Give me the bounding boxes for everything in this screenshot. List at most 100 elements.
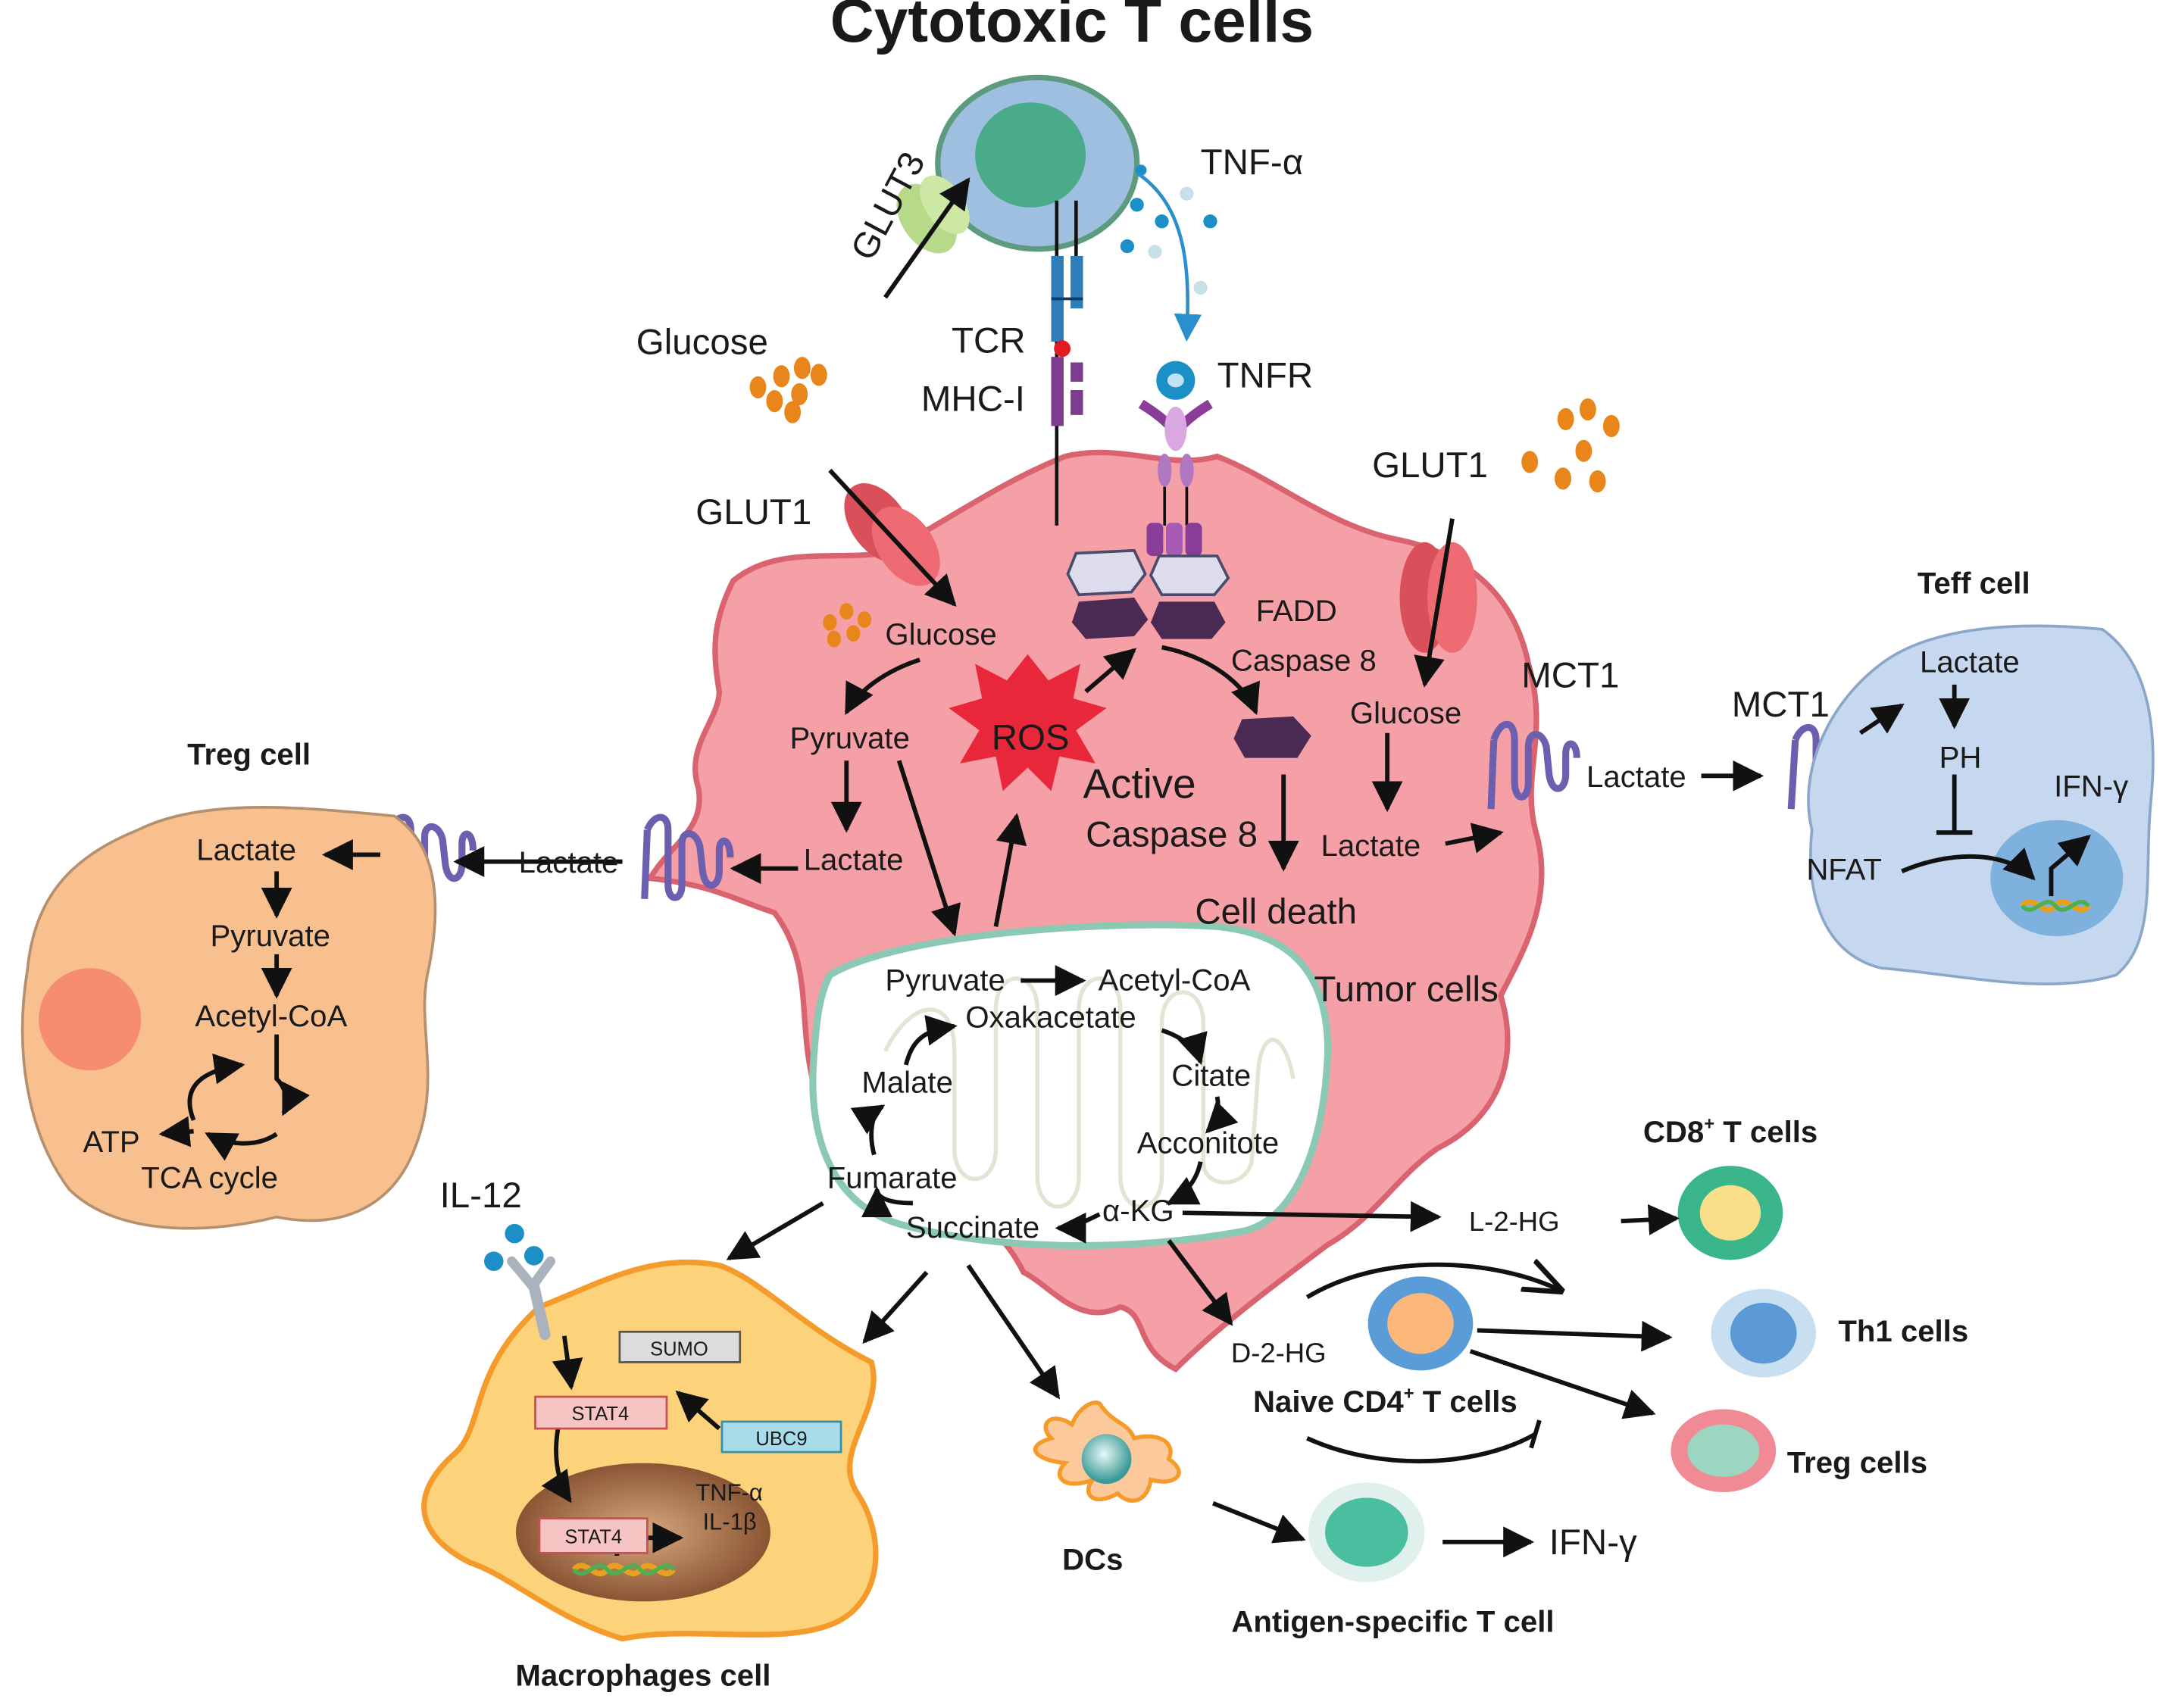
glucose-outer-label: Glucose: [636, 323, 768, 363]
dcs-label: DCs: [1062, 1542, 1123, 1576]
atp-label: ATP: [83, 1125, 140, 1159]
tnfr-label: TNFR: [1217, 355, 1314, 395]
glut1-right-transporter: [1399, 542, 1477, 653]
malate-label: Malate: [861, 1065, 953, 1099]
treg-lactate-label: Lactate: [196, 833, 296, 867]
d2hg-label: D-2-HG: [1231, 1337, 1327, 1368]
tca-cycle-label: TCA cycle: [141, 1160, 278, 1194]
stat4-box: [534, 1395, 668, 1430]
th1-cells-title: Th1 cells: [1838, 1314, 1968, 1348]
il12-label: IL-12: [440, 1176, 522, 1216]
sumo-label: SUMO: [650, 1338, 708, 1360]
glut1-right-label: GLUT1: [1372, 445, 1488, 486]
caspase8-label: Caspase 8: [1231, 644, 1377, 678]
antigen-specific-t-cell-shape: [1308, 1482, 1425, 1582]
ifn-gamma-ag-label: IFN-γ: [1549, 1522, 1637, 1563]
cd8-t-cell-shape: [1677, 1166, 1783, 1260]
fumarate-label: Fumarate: [827, 1160, 958, 1194]
macrophages-cell-title: Macrophages cell: [515, 1659, 770, 1693]
naive-cd4-suffix: T cells: [1414, 1385, 1517, 1419]
mhc-i-label: MHC-I: [921, 379, 1025, 419]
glucose-dots-outer-right: [1521, 398, 1620, 493]
stat4-nucleus-box: [538, 1517, 649, 1554]
pathway-arrows: [158, 177, 2091, 1558]
antigen-specific-t-cell-title: Antigen-specific T cell: [1231, 1604, 1554, 1638]
mito-pyruvate-label: Pyruvate: [885, 963, 1005, 997]
glut1-left-label: GLUT1: [695, 492, 811, 532]
naive-cd4-sup: +: [1404, 1385, 1414, 1404]
treg-cells-shape: [1671, 1409, 1777, 1493]
nfat-label: NFAT: [1806, 852, 1882, 886]
naive-cd4-text: Naive CD4: [1253, 1385, 1404, 1419]
cd8-t-cells-sup: +: [1704, 1115, 1714, 1135]
ifn-gamma-teff-label: IFN-γ: [2054, 770, 2128, 804]
teff-lactate-label: Lactate: [1920, 645, 2020, 679]
l2hg-label: L-2-HG: [1469, 1206, 1560, 1237]
dendritic-cell: [1033, 1400, 1181, 1503]
glucose-inner-right-label: Glucose: [1350, 696, 1461, 730]
treg-acetyl-coa-label: Acetyl-CoA: [195, 999, 347, 1033]
mct1-tumor-transporter: [1487, 721, 1580, 810]
treg-cell: [20, 806, 437, 1230]
acconitote-label: Acconitote: [1137, 1126, 1280, 1160]
teff-cell-title: Teff cell: [1918, 566, 2030, 600]
treg-cell-title: Treg cell: [187, 738, 311, 772]
succinate-label: Succinate: [906, 1210, 1039, 1244]
oxakacetate-label: Oxakacetate: [965, 1001, 1136, 1035]
antigen-dot: [1054, 340, 1071, 358]
glucose-dots-outer-left: [749, 357, 827, 423]
il1b-label: IL-1β: [702, 1508, 756, 1535]
acetyl-coa-label: Acetyl-CoA: [1099, 963, 1251, 997]
lactate-tumor-left-label: Lactate: [804, 842, 904, 876]
ros-starburst: [949, 654, 1107, 792]
cell-death-label: Cell death: [1195, 892, 1357, 932]
naive-cd4-t-cell-shape: [1367, 1276, 1474, 1371]
teff-nucleus: [1990, 820, 2124, 937]
citate-label: Citate: [1171, 1058, 1251, 1092]
glucose-dots-inner: [823, 603, 872, 648]
ros-label: ROS: [992, 718, 1070, 758]
lactate-out-right-label: Lactate: [1586, 760, 1686, 794]
treg-nucleus: [39, 968, 142, 1071]
fadd-caspase8-complex: [1066, 548, 1311, 758]
sumo-box: [618, 1330, 742, 1363]
tnf-alpha-mac-label: TNF-α: [695, 1479, 763, 1506]
glucose-inner-left-label: Glucose: [885, 617, 996, 651]
treg-pyruvate-label: Pyruvate: [211, 919, 330, 953]
cd8-t-cells-title: CD8+ T cells: [1643, 1115, 1818, 1149]
fadd-label: FADD: [1256, 594, 1337, 628]
mct1-tumor-left-transporter: [641, 813, 734, 901]
pyruvate-label: Pyruvate: [789, 721, 909, 755]
tnf-alpha-dots: [1120, 164, 1217, 295]
treg-cells-title: Treg cells: [1787, 1445, 1927, 1479]
stat4-label: STAT4: [571, 1404, 629, 1425]
tcr-label: TCR: [952, 321, 1026, 361]
ph-label: PH: [1939, 740, 1982, 774]
lactate-out-left-label: Lactate: [519, 845, 619, 879]
active-label: Active: [1083, 760, 1196, 807]
tumor-cells-label: Tumor cells: [1314, 970, 1498, 1010]
ubc9-label: UBC9: [755, 1429, 807, 1450]
stat4-nucleus-label: STAT4: [564, 1527, 622, 1548]
cd8-t-cells-text: CD8: [1643, 1115, 1704, 1149]
cytotoxic-t-cells-title: Cytotoxic T cells: [830, 0, 1314, 55]
tnfr-receptor: [1138, 361, 1213, 557]
lactate-tumor-right-label: Lactate: [1321, 829, 1421, 863]
tnf-secretion-arrow: [1136, 171, 1202, 342]
cd8-t-cells-suffix: T cells: [1714, 1115, 1818, 1149]
th1-cell-shape: [1711, 1288, 1817, 1378]
teff-cell: [1807, 624, 2155, 985]
ubc9-box: [720, 1420, 842, 1454]
macrophage-cell: [421, 1259, 879, 1642]
labels: Cytotoxic T cells GLUT3 TNF-α Glucose TC…: [83, 0, 2129, 1693]
naive-cd4-title: Naive CD4+ T cells: [1253, 1385, 1517, 1419]
mct1-tumor-label: MCT1: [1521, 656, 1619, 696]
active-caspase8-label: Caspase 8: [1086, 814, 1258, 854]
active-caspase8-shape: [1233, 716, 1311, 758]
tcr-mhc-complex: [1051, 200, 1083, 526]
mct1-teff-label: MCT1: [1732, 685, 1830, 725]
tnf-alpha-label: TNF-α: [1201, 142, 1303, 183]
il12-receptor: [483, 1223, 556, 1341]
akg-label: α-KG: [1102, 1194, 1174, 1228]
